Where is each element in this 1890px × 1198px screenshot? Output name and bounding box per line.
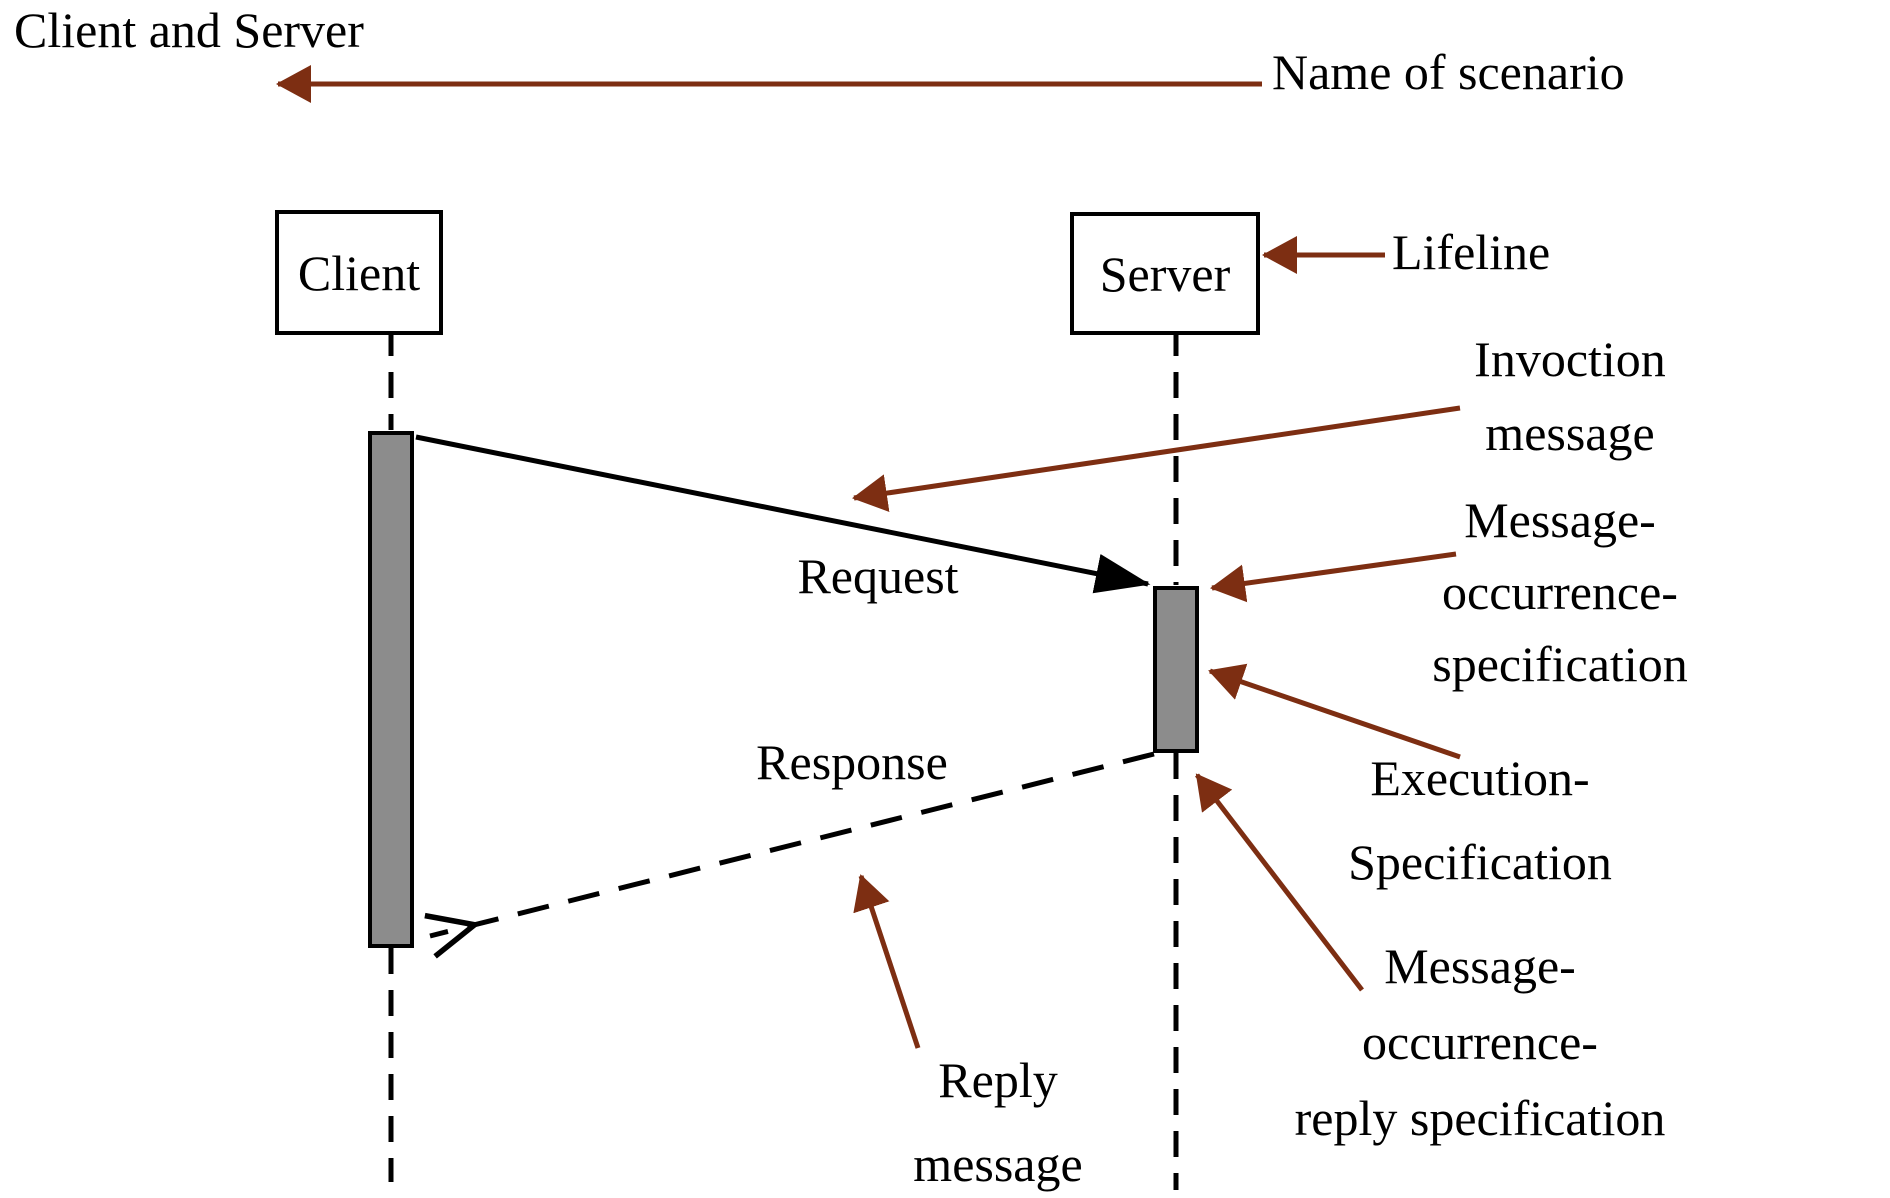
- server-box-label: Server: [1099, 245, 1231, 302]
- lifeline-label: Lifeline: [1392, 224, 1551, 280]
- response-message-label: Response: [756, 734, 948, 790]
- execution-specification-annotation-arrow: [1208, 663, 1461, 760]
- invocation-message-label: Invoction message: [1474, 331, 1666, 461]
- message-occurrence-reply-specification-label: Message- occurrence- reply specification: [1294, 938, 1666, 1146]
- request-message-label: Request: [797, 548, 959, 604]
- execution-specification-label: Execution- Specification: [1348, 750, 1612, 890]
- scenario-label: Name of scenario: [1272, 44, 1625, 100]
- reply-message-label: Reply message: [913, 1052, 1083, 1192]
- client-box-label: Client: [297, 244, 421, 301]
- diagram-title: Client and Server: [14, 2, 364, 58]
- client-lifeline-box: Client: [275, 210, 443, 335]
- message-occurrence-specification-label: Message- occurrence- specification: [1432, 492, 1688, 692]
- reply-annotation-arrow: [853, 874, 921, 1049]
- message-occurrence-reply-annotation-arrow: [1195, 773, 1364, 992]
- client-activation-bar: [368, 431, 414, 948]
- request-message-line: [415, 434, 1151, 594]
- server-activation-bar: [1153, 586, 1199, 753]
- invocation-annotation-arrow: [852, 405, 1461, 512]
- response-message-line: [430, 751, 1155, 936]
- server-lifeline-box: Server: [1070, 212, 1260, 335]
- message-occurrence-annotation-arrow: [1210, 551, 1457, 603]
